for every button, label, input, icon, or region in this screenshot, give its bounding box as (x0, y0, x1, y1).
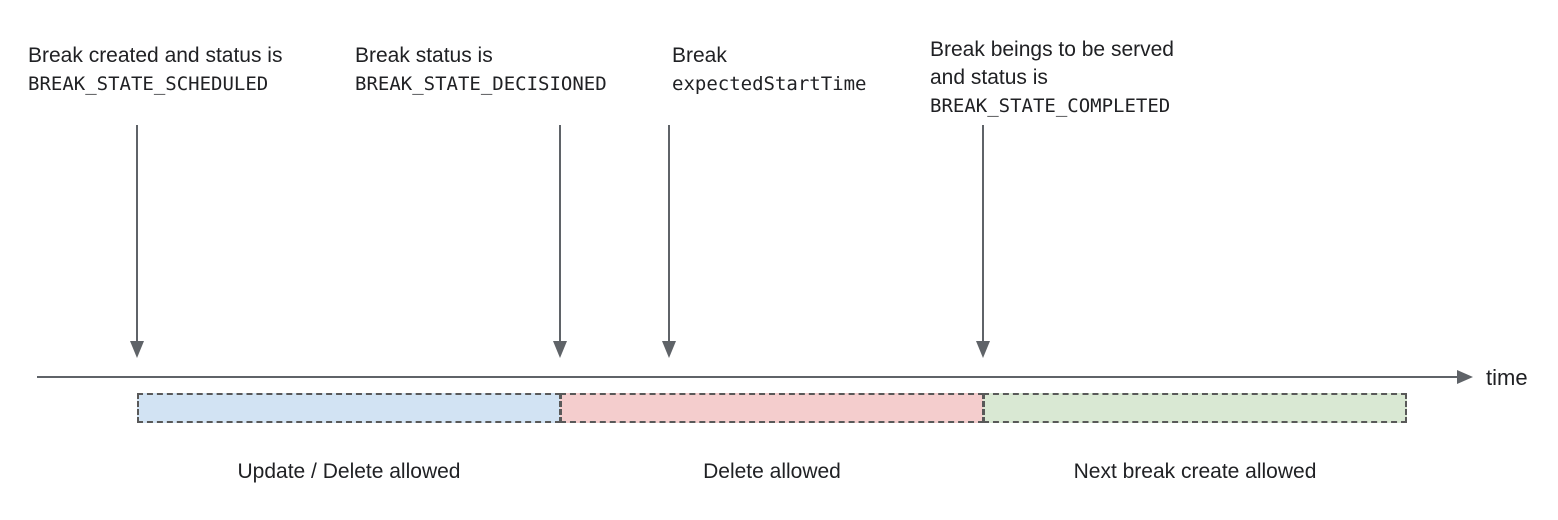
annotation-text: and status is (930, 66, 1048, 89)
annotation-code: BREAK_STATE_COMPLETED (930, 95, 1171, 117)
annotation-break-completed: Break beings to be served and status is … (930, 36, 1174, 120)
annotation-text: Break beings to be served (930, 38, 1174, 61)
annotation-expected-start-time: Break expectedStartTime (672, 42, 866, 98)
arrowhead-icon (553, 341, 567, 358)
annotation-code: expectedStartTime (672, 73, 867, 95)
segment-bar-update-delete-allowed (137, 393, 561, 423)
annotation-break-scheduled: Break created and status is BREAK_STATE_… (28, 42, 282, 98)
arrow-stem (982, 125, 984, 341)
timeline-arrowhead-icon (1457, 370, 1473, 384)
down-arrow-icon (553, 125, 567, 358)
timeline-axis (37, 376, 1458, 378)
annotation-text: Break (672, 44, 727, 67)
annotation-code: BREAK_STATE_DECISIONED (355, 73, 607, 95)
arrowhead-icon (976, 341, 990, 358)
segment-bar-next-break-create-allowed (983, 393, 1407, 423)
arrowhead-icon (130, 341, 144, 358)
arrow-stem (559, 125, 561, 341)
annotation-text: Break created and status is (28, 44, 283, 67)
annotation-text: Break status is (355, 44, 493, 67)
down-arrow-icon (976, 125, 990, 358)
segment-label-delete-allowed: Delete allowed (703, 460, 841, 483)
segment-label-update-delete-allowed: Update / Delete allowed (237, 460, 461, 483)
arrow-stem (668, 125, 670, 341)
segment-bar-delete-allowed (560, 393, 984, 423)
annotation-code: BREAK_STATE_SCHEDULED (28, 73, 269, 95)
segment-label-next-break-create-allowed: Next break create allowed (1073, 460, 1317, 483)
time-axis-label: time (1486, 365, 1528, 390)
down-arrow-icon (130, 125, 144, 358)
down-arrow-icon (662, 125, 676, 358)
arrowhead-icon (662, 341, 676, 358)
annotation-break-decisioned: Break status is BREAK_STATE_DECISIONED (355, 42, 607, 98)
arrow-stem (136, 125, 138, 341)
